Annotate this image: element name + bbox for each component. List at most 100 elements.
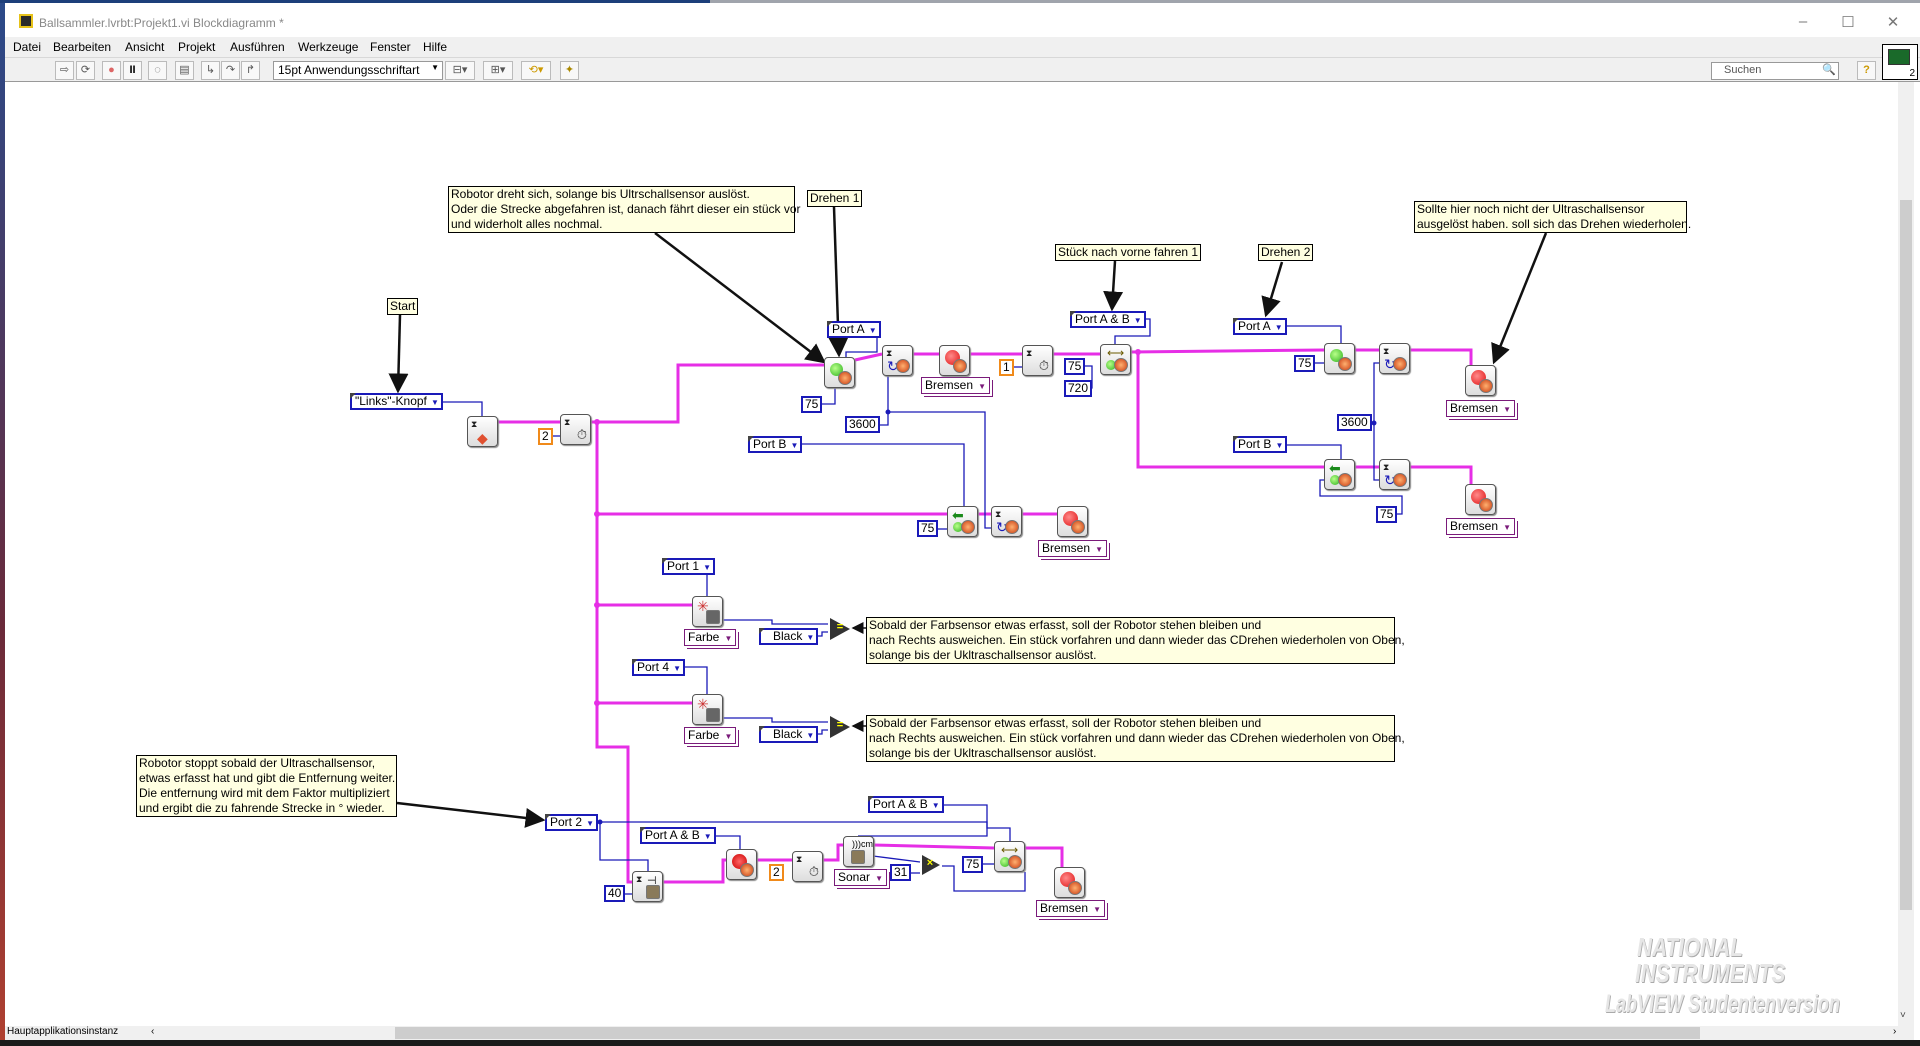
move-distance-node[interactable]: ⟷ <box>1100 344 1131 375</box>
menu-werkzeuge[interactable]: Werkzeuge <box>298 40 359 54</box>
vertical-scrollbar-thumb[interactable] <box>1900 200 1912 910</box>
pause-icon[interactable]: II <box>123 61 142 80</box>
farbe-enum-2[interactable]: Farbe <box>684 727 737 744</box>
constant-720[interactable]: 720 <box>1064 380 1093 397</box>
distribute-icon[interactable]: ⊞▾ <box>483 61 513 80</box>
constant-75-d[interactable]: 75 <box>1376 506 1398 523</box>
search-input[interactable]: Suchen🔍 <box>1711 62 1839 80</box>
constant-40[interactable]: 40 <box>604 885 626 902</box>
scroll-left-arrow[interactable]: ‹ <box>151 1026 155 1037</box>
motor-stop-node[interactable] <box>939 345 970 376</box>
sonar-enum[interactable]: Sonar <box>834 869 888 886</box>
font-dropdown[interactable]: 15pt Anwendungsschriftart▼ <box>273 61 443 80</box>
motor-reverse-node-2[interactable]: ⬅ <box>947 506 978 537</box>
scroll-down-arrow[interactable]: ˅ <box>1900 1010 1906 1021</box>
constant-3600-b[interactable]: 3600 <box>1337 414 1372 431</box>
search-icon[interactable]: 🔍 <box>1822 64 1836 76</box>
port-ab-ring-4[interactable]: Port A & B <box>868 796 944 813</box>
abort-icon[interactable]: ● <box>102 61 121 80</box>
wait-rotation-node-2[interactable]: ⧗↻ <box>1379 343 1410 374</box>
motor-stop-node-4[interactable] <box>1057 506 1088 537</box>
vi-icon[interactable]: 2 <box>1882 44 1918 80</box>
bremsen-enum-4[interactable]: Bremsen <box>1038 540 1108 557</box>
wait-time-node-2[interactable]: ⧗⏱ <box>1022 345 1053 376</box>
step-over-icon[interactable]: ↷ <box>221 61 240 80</box>
motor-stop-node-3[interactable] <box>1465 484 1496 515</box>
black-color-ring[interactable]: Black <box>759 628 819 645</box>
port-ab-ring-3[interactable]: Port A & B <box>640 827 716 844</box>
black-color-ring-2[interactable]: Black <box>759 726 819 743</box>
close-button[interactable]: ✕ <box>1886 14 1900 31</box>
constant-31[interactable]: 31 <box>890 864 912 881</box>
motor-stop-node-5[interactable] <box>1054 867 1085 898</box>
wait-ultrasonic-node[interactable]: ⧗⊣ <box>632 871 663 902</box>
farbe-enum[interactable]: Farbe <box>684 629 737 646</box>
cleanup-icon[interactable]: ✦ <box>560 61 579 80</box>
motor-stop-node-2[interactable] <box>1465 365 1496 396</box>
bremsen-enum-2[interactable]: Bremsen <box>1446 400 1516 417</box>
ultrasonic-read-node[interactable]: )))cm <box>843 836 874 867</box>
run-arrow-icon[interactable]: ⇨ <box>55 61 74 80</box>
error-wire <box>823 843 843 862</box>
constant-75-b[interactable]: 75 <box>1064 358 1086 375</box>
motor-reverse-node[interactable]: ⬅ <box>1324 459 1355 490</box>
equal-comparison[interactable]: = <box>830 618 850 640</box>
port-b-ring-2[interactable]: Port B <box>1233 436 1288 453</box>
port-a-ring[interactable]: Port A <box>827 321 881 338</box>
menu-ausfuehren[interactable]: Ausführen <box>230 40 285 54</box>
bremsen-enum-3[interactable]: Bremsen <box>1446 518 1516 535</box>
wait-rotation-node-3[interactable]: ⧗↻ <box>1379 459 1410 490</box>
menu-ansicht[interactable]: Ansicht <box>125 40 165 54</box>
motor-stop-off-node[interactable] <box>726 849 757 880</box>
align-icon[interactable]: ⊟▾ <box>445 61 475 80</box>
port-b-ring[interactable]: Port B <box>748 436 803 453</box>
port-2-ring[interactable]: Port 2 <box>545 814 599 831</box>
constant-75[interactable]: 75 <box>801 396 823 413</box>
port-ab-ring[interactable]: Port A & B <box>1070 311 1146 328</box>
highlight-bulb-icon[interactable]: ◌ <box>148 61 167 80</box>
motor-forward-node[interactable] <box>824 357 855 388</box>
step-into-icon[interactable]: ↳ <box>201 61 220 80</box>
port-4-ring[interactable]: Port 4 <box>632 659 686 676</box>
menu-projekt[interactable]: Projekt <box>178 40 216 54</box>
bremsen-enum[interactable]: Bremsen <box>921 377 991 394</box>
color-sensor-node[interactable]: ✳ <box>692 596 723 627</box>
minimize-button[interactable]: – <box>1798 13 1808 30</box>
menu-hilfe[interactable]: Hilfe <box>423 40 448 54</box>
motor-forward-node-2[interactable] <box>1324 343 1355 374</box>
wait-time-node[interactable]: ⧗⏱ <box>560 414 591 445</box>
scroll-right-arrow[interactable]: › <box>1893 1026 1897 1037</box>
constant-75-c[interactable]: 75 <box>1294 355 1316 372</box>
maximize-button[interactable]: ☐ <box>1841 14 1855 31</box>
constant-2[interactable]: 2 <box>538 428 553 445</box>
menu-datei[interactable]: Datei <box>13 40 42 54</box>
chevron-down-icon: ▼ <box>431 63 439 72</box>
run-continuous-icon[interactable]: ⟳ <box>76 61 95 80</box>
constant-75-e[interactable]: 75 <box>917 520 939 537</box>
wait-button-node[interactable]: ⧗◆ <box>467 416 498 447</box>
rotation-icon: ↻ <box>887 358 899 374</box>
reorder-icon[interactable]: ⟲▾ <box>521 61 551 80</box>
constant-75-f[interactable]: 75 <box>962 856 984 873</box>
wait-rotation-node-4[interactable]: ⧗↻ <box>991 506 1022 537</box>
constant-2-b[interactable]: 2 <box>769 864 784 881</box>
horizontal-scrollbar-thumb[interactable] <box>395 1027 1700 1039</box>
menu-bearbeiten[interactable]: Bearbeiten <box>53 40 112 54</box>
constant-3600[interactable]: 3600 <box>845 416 880 433</box>
bremsen-enum-5[interactable]: Bremsen <box>1036 900 1106 917</box>
wait-time-node-3[interactable]: ⧗⏱ <box>792 851 823 882</box>
block-diagram-canvas[interactable] <box>5 82 1898 1026</box>
multiply-node[interactable]: × <box>922 855 940 875</box>
port-a-ring-2[interactable]: Port A <box>1233 318 1287 335</box>
color-sensor-node-2[interactable]: ✳ <box>692 694 723 725</box>
wait-rotation-node[interactable]: ⧗↻ <box>882 345 913 376</box>
move-distance-node-2[interactable]: ⟷ <box>994 841 1025 872</box>
retain-wire-icon[interactable]: ▤ <box>175 61 194 80</box>
equal-comparison-2[interactable]: = <box>830 716 850 738</box>
menu-fenster[interactable]: Fenster <box>370 40 411 54</box>
links-knopf-ring[interactable]: "Links"-Knopf <box>350 393 443 410</box>
constant-1[interactable]: 1 <box>999 359 1014 376</box>
help-icon[interactable]: ? <box>1857 61 1876 80</box>
step-out-icon[interactable]: ↱ <box>241 61 260 80</box>
port-1-ring[interactable]: Port 1 <box>662 558 716 575</box>
